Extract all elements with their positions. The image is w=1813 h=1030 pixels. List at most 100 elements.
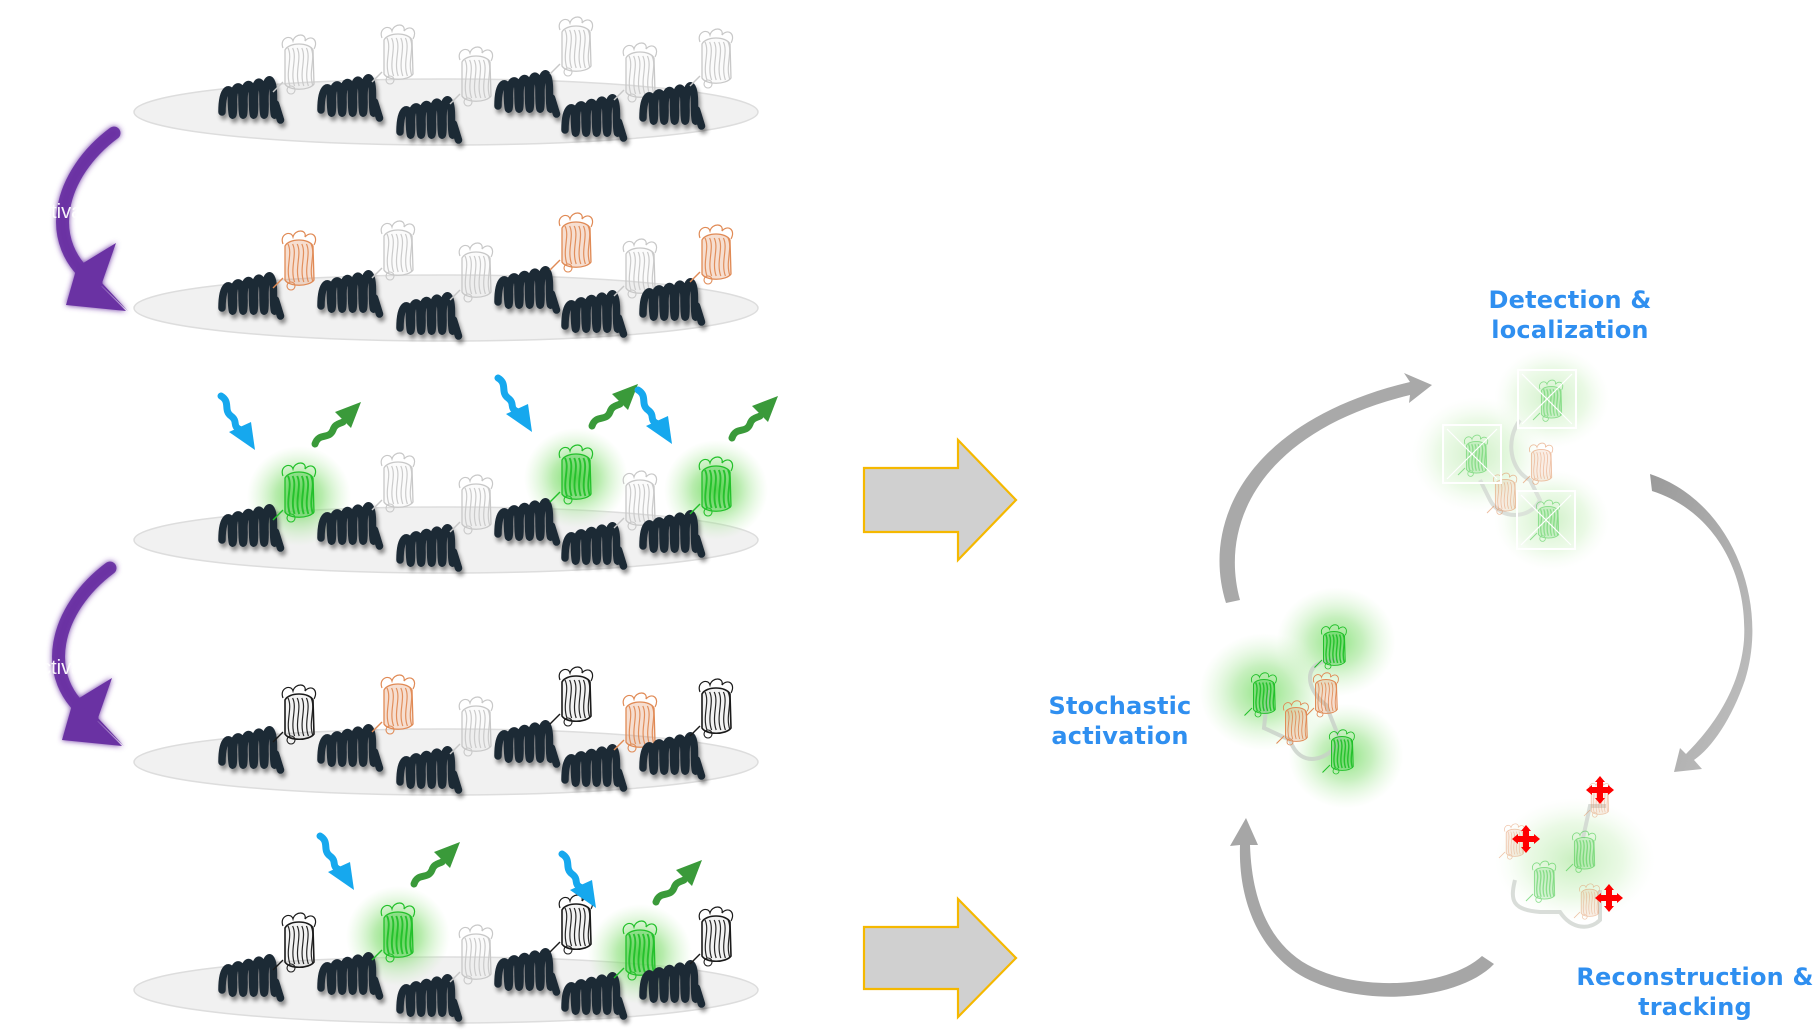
excitation-light-arrow <box>634 386 672 444</box>
receptor-coil <box>218 726 285 774</box>
emission-light-arrow <box>728 396 778 442</box>
receptor-coil <box>218 954 285 1002</box>
emission-light-arrow <box>410 842 460 888</box>
emission-light-arrow <box>311 402 361 448</box>
linker-chain <box>1510 804 1606 929</box>
transition-arrow-2-label: activation <box>30 657 115 679</box>
cycle-clusters <box>1199 347 1655 929</box>
fluorescent-protein-bleached <box>549 894 594 955</box>
fluorescent-protein-inactive <box>613 42 658 103</box>
cycle-arrow-to-detection <box>1219 373 1432 603</box>
process-arrow-shape <box>862 437 1018 563</box>
receptor-coil <box>396 974 463 1022</box>
cluster-detection-localization <box>1412 347 1610 571</box>
detection-box <box>1442 424 1502 484</box>
fluorescent-protein-active <box>1457 434 1489 477</box>
fluorescent-protein-inactive <box>371 452 416 513</box>
detection-box <box>1516 490 1576 550</box>
transition-arrow-2 <box>52 561 124 746</box>
cluster-reconstruction-tracking <box>1495 776 1655 929</box>
receptor-coil <box>317 724 384 772</box>
transition-arrow-1 <box>56 126 128 311</box>
process-arrow-1 <box>862 437 1018 563</box>
label-line: tracking <box>1638 993 1752 1021</box>
fluorescent-protein-primed <box>549 212 594 273</box>
process-arrow-2 <box>862 896 1018 1020</box>
fluorescent-protein-inactive <box>449 696 494 757</box>
fluorescent-protein-active <box>1525 860 1557 903</box>
localization-marker-icon <box>1595 884 1623 912</box>
fluorescent-protein-inactive <box>371 220 416 281</box>
fluorescence-glow <box>1494 469 1610 571</box>
row-1-initial <box>133 16 759 146</box>
fluorescent-protein-inactive <box>689 28 734 89</box>
excitation-light-arrow <box>494 374 532 432</box>
label-reconstruction-tracking: Reconstruction & tracking <box>1570 962 1813 1022</box>
receptor-coil <box>396 746 463 794</box>
receptor-coil <box>561 290 628 338</box>
detection-box <box>1517 369 1577 429</box>
fluorescent-protein-active <box>1244 672 1277 718</box>
receptor-coil <box>494 948 561 996</box>
linker-chain <box>1261 658 1343 761</box>
receptor-coil <box>218 272 285 320</box>
fluorescent-protein-bleached <box>549 666 594 727</box>
receptor-coil <box>317 952 384 1000</box>
fluorescent-protein-inactive <box>549 16 594 77</box>
transition-arrows <box>52 126 128 746</box>
fluorescent-protein-inactive <box>371 24 416 85</box>
receptor-coil <box>494 498 561 546</box>
excitation-light-arrow <box>316 832 354 890</box>
receptor-coil <box>317 74 384 122</box>
receptor-coil <box>639 510 706 558</box>
fluorescent-protein-bleached <box>272 684 317 745</box>
receptor-coil <box>561 522 628 570</box>
fluorescent-protein-primed <box>1498 823 1525 860</box>
fluorescent-protein-bleached <box>272 912 317 973</box>
receptor-coil <box>218 504 285 552</box>
fluorescent-protein-inactive <box>449 242 494 303</box>
receptor-coil <box>396 292 463 340</box>
localization-marker-icon <box>1586 776 1614 804</box>
fluorescent-protein-inactive <box>449 46 494 107</box>
receptor-coil <box>639 732 706 780</box>
receptor-coil <box>218 76 285 124</box>
receptor-coil <box>561 94 628 142</box>
cycle-arrow-to-reconstruction <box>1650 474 1753 772</box>
label-line: activation <box>1051 722 1189 750</box>
label-stochastic-activation: Stochastic activation <box>1030 691 1210 751</box>
fluorescent-protein-inactive <box>449 924 494 985</box>
excitation-light-arrow <box>558 850 596 908</box>
fluorescent-protein-active <box>1565 830 1597 873</box>
fluorescent-protein-active <box>549 444 594 505</box>
excitation-light-arrow <box>217 392 255 450</box>
emission-light-arrow <box>652 860 702 906</box>
cycle-arrow-to-activation <box>1230 818 1494 997</box>
cycle-arrows <box>1219 373 1753 997</box>
fluorescence-glow <box>1288 703 1404 809</box>
process-arrow-shape <box>862 896 1018 1020</box>
localization-marker-icon <box>1512 825 1540 853</box>
fluorescent-protein-primed <box>272 230 317 291</box>
fluorescent-protein-active <box>1322 729 1355 775</box>
fluorescent-protein-primed <box>689 224 734 285</box>
membrane-rows <box>133 16 778 1024</box>
fluorescent-protein-primed <box>1573 883 1600 920</box>
fluorescent-protein-active <box>613 920 658 981</box>
fluorescence-glow <box>1495 798 1655 922</box>
row-2-primed <box>133 212 759 342</box>
emission-light-arrow <box>588 384 638 430</box>
fluorescent-protein-primed <box>1306 672 1339 718</box>
receptor-coil <box>639 960 706 1008</box>
receptor-coil <box>396 524 463 572</box>
receptor-coil <box>317 502 384 550</box>
receptor-coil <box>494 720 561 768</box>
fluorescent-protein-primed <box>371 674 416 735</box>
receptor-coil <box>561 744 628 792</box>
fluorescent-protein-bleached <box>689 678 734 739</box>
receptor-coil <box>639 82 706 130</box>
label-detection-localization: Detection & localization <box>1470 285 1670 345</box>
receptor-coil <box>396 96 463 144</box>
row-5-second-activation <box>133 832 759 1024</box>
